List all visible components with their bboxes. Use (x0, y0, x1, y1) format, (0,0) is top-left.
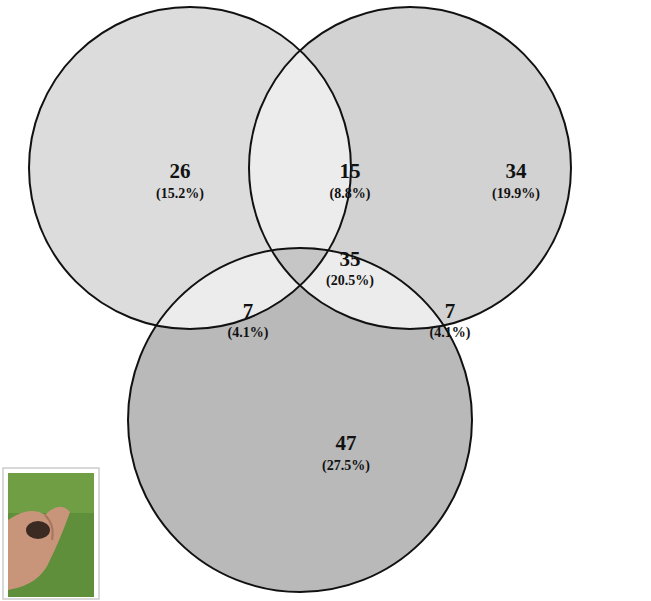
region-count: 26 (170, 161, 191, 182)
region-percentage: (19.9%) (492, 187, 540, 201)
overlap-left-bottom (128, 248, 472, 592)
region-count: 34 (506, 161, 527, 182)
region-percentage: (4.1%) (430, 326, 471, 340)
circle-outline (128, 248, 472, 592)
region-count: 7 (445, 301, 456, 322)
circle-outline (29, 7, 351, 329)
set-circle-bottom (128, 248, 472, 592)
overlap-right-bottom (128, 248, 472, 592)
region-percentage: (27.5%) (322, 459, 370, 473)
region-percentage: (8.8%) (330, 187, 371, 201)
overlap-all (128, 248, 472, 592)
region-count: 47 (336, 433, 357, 454)
region-count: 15 (340, 161, 361, 182)
region-percentage: (20.5%) (326, 274, 374, 288)
photo-inset (3, 468, 99, 599)
region-count: 35 (340, 249, 361, 270)
region-percentage: (4.1%) (228, 326, 269, 340)
circle-outline (249, 7, 571, 329)
region-percentage: (15.2%) (156, 187, 204, 201)
region-count: 7 (243, 301, 254, 322)
